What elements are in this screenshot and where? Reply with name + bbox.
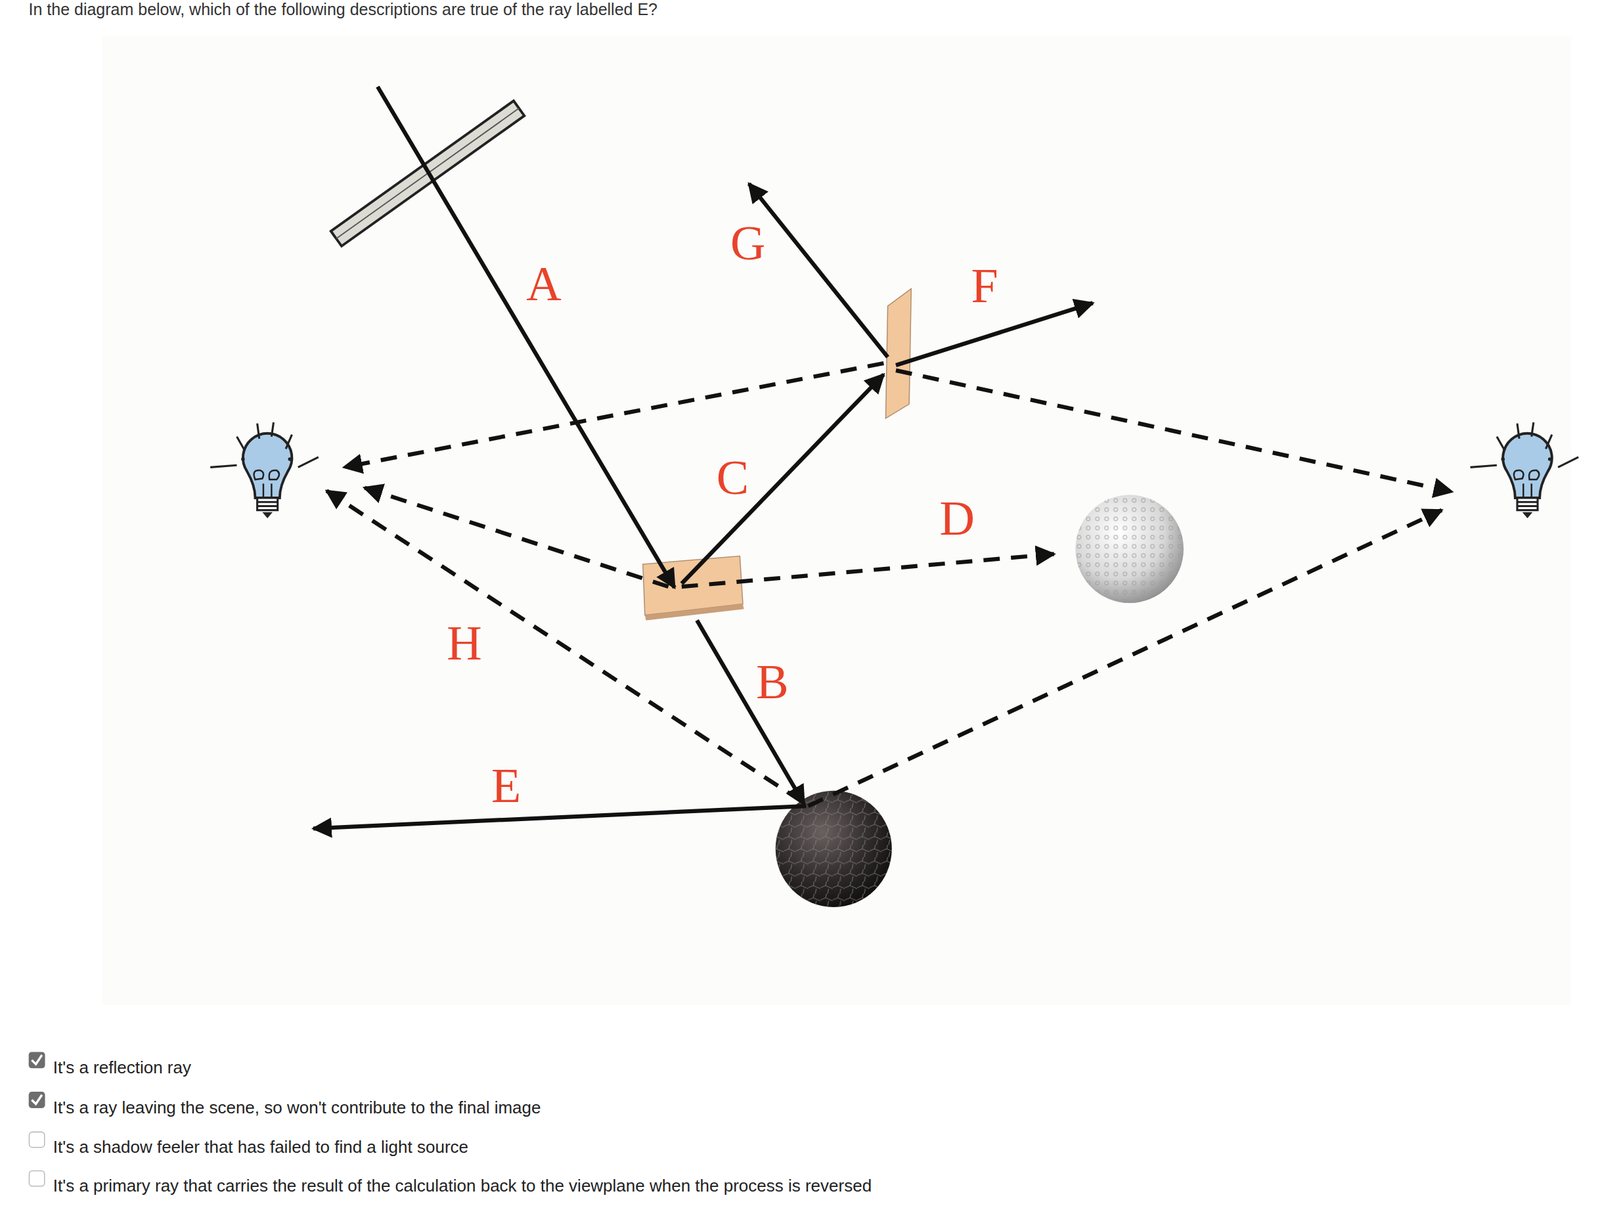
answer-option: It's a primary ray that carries the resu… bbox=[53, 1175, 872, 1197]
checkbox bbox=[28, 1051, 46, 1186]
ray-label: H bbox=[446, 618, 482, 668]
question-text: In the diagram below, which of the follo… bbox=[28, 0, 659, 20]
answer-option: It's a reflection ray bbox=[53, 1057, 192, 1078]
ray-label: A bbox=[526, 259, 561, 309]
answer-option: It's a ray leaving the scene, so won't c… bbox=[53, 1096, 542, 1118]
answer-option: It's a shadow feeler that has failed to … bbox=[53, 1136, 469, 1158]
ray-label: G bbox=[730, 218, 766, 268]
ray-label: D bbox=[939, 493, 975, 543]
ray-label: F bbox=[971, 261, 999, 311]
ray-label: C bbox=[716, 453, 749, 502]
ray-label: E bbox=[491, 761, 521, 810]
ray-label: B bbox=[755, 657, 789, 707]
